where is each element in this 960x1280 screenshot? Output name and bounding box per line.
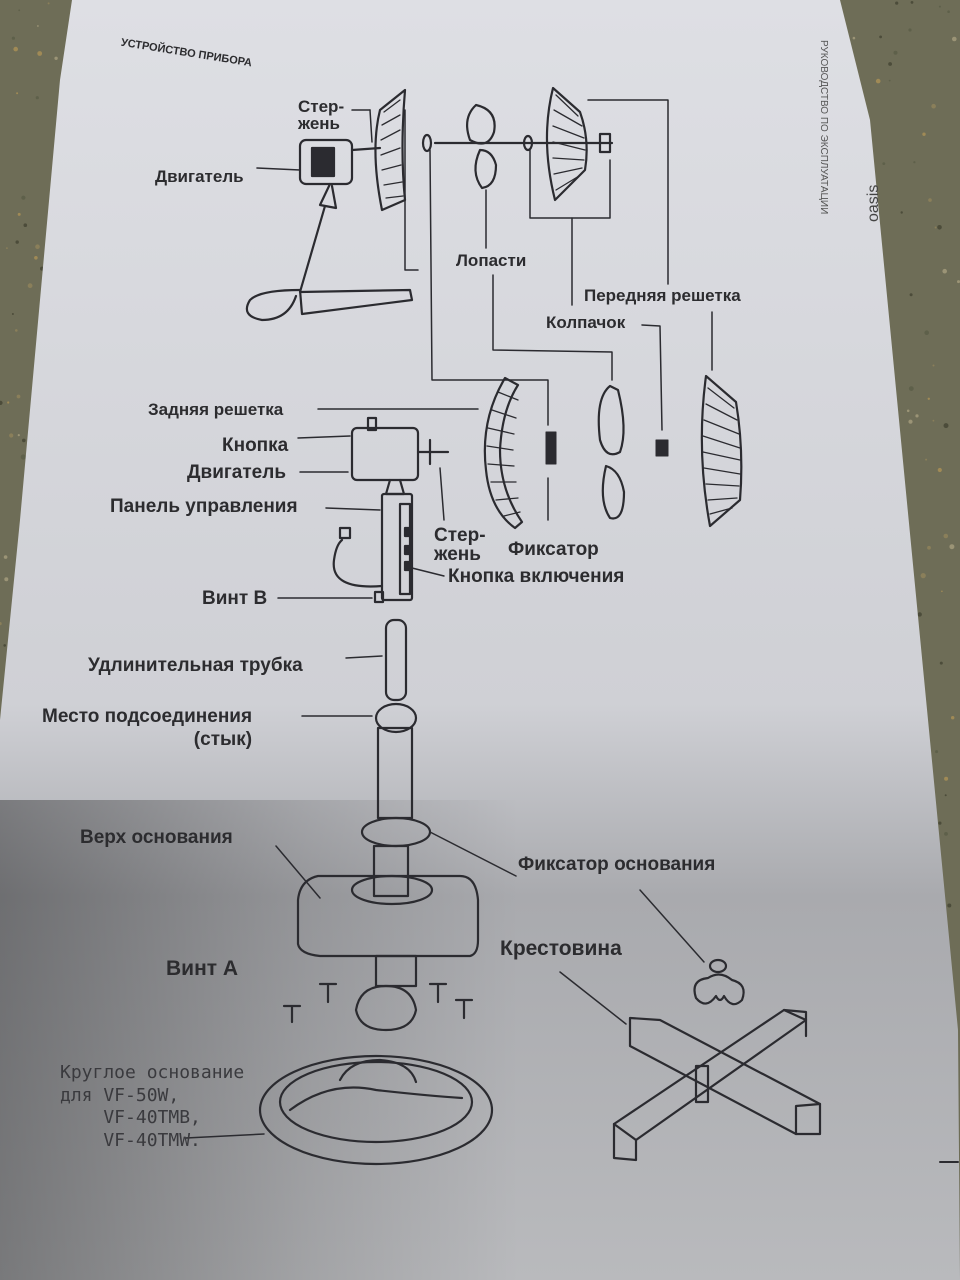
label-extension-tube: Удлинительная трубка <box>88 655 303 676</box>
label-screw-b: Винт B <box>202 588 268 609</box>
label-blades: Лопасти <box>456 251 527 270</box>
label-base-clamp: Фиксатор основания <box>518 854 716 875</box>
label-cross-base: Крестовина <box>500 937 622 960</box>
label-top-rod: Стер- жень <box>298 97 345 133</box>
label-round-base: Круглое основание для VF-50W, VF-40TMB, … <box>60 1062 245 1151</box>
middle-exploded-drawing <box>277 374 743 604</box>
label-base-top: Верх основания <box>80 827 233 848</box>
label-mid-rod: Стер- жень <box>434 525 486 565</box>
top-fan-drawing <box>245 86 713 431</box>
brand-logo: oasis <box>865 184 882 222</box>
label-mid-motor: Двигатель <box>187 462 286 483</box>
label-rear-grille: Задняя решетка <box>148 400 284 419</box>
stand-drawing <box>185 618 959 1166</box>
label-top-motor: Двигатель <box>155 167 244 186</box>
label-button: Кнопка <box>222 435 289 456</box>
label-clamp: Фиксатор <box>508 539 599 560</box>
label-power-button: Кнопка включения <box>448 566 625 587</box>
manual-side-note: РУКОВОДСТВО ПО ЭКСПЛУАТАЦИИ <box>818 40 829 215</box>
label-screw-a: Винт А <box>166 957 239 980</box>
label-cap: Колпачок <box>546 313 626 332</box>
label-joint: Место подсоединения (стык) <box>42 706 253 750</box>
label-control-panel: Панель управления <box>110 496 298 517</box>
label-front-grille: Передняя решетка <box>584 286 741 305</box>
